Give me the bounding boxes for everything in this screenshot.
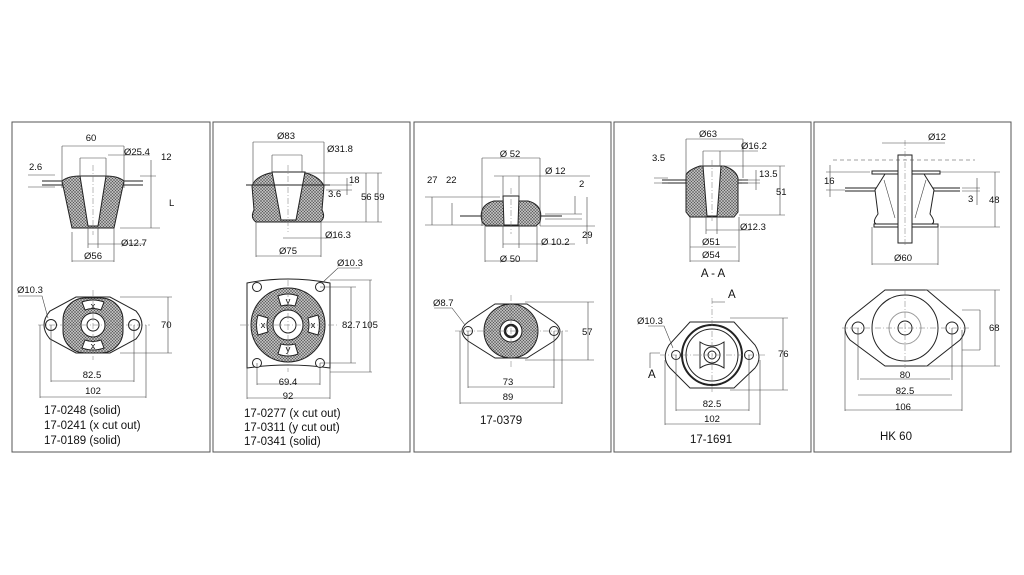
dim-overall-length: 102 — [85, 386, 101, 397]
dim-overall-height: 105 — [362, 320, 378, 331]
dim-overall-height: 59 — [374, 192, 385, 203]
dim-overall-length: 106 — [895, 402, 911, 413]
dim-height: 70 — [161, 320, 172, 331]
dim-top-diameter: Ø 52 — [500, 149, 521, 160]
panel-HK60: Ø12 16 3 48 Ø60 68 80 82.5 106 HK 60 — [813, 121, 1012, 453]
dim-top-diameter: Ø83 — [277, 131, 295, 142]
side-view — [246, 141, 382, 257]
dim-hole-spacing-h: 69.4 — [279, 377, 298, 388]
dim-overall-height: 27 — [427, 175, 438, 186]
part-number: 17-1691 — [690, 434, 732, 446]
dim-overall-length: 102 — [704, 414, 720, 425]
dim-overall-length: 89 — [503, 392, 514, 403]
top-view — [842, 289, 1000, 411]
part-number: 17-0311 (y cut out) — [244, 422, 340, 434]
dim-mount-hole: Ø8.7 — [433, 298, 454, 309]
top-view — [434, 295, 594, 404]
dim-height: 57 — [582, 327, 593, 338]
dim-hole-spacing-v: 82.7 — [342, 320, 361, 331]
side-view — [425, 157, 595, 262]
dim-length-L: L — [169, 198, 174, 209]
dim-base-diameter: Ø75 — [279, 246, 297, 257]
dim-base-diameter: Ø 50 — [500, 254, 521, 265]
dim-hole-spacing: 82.5 — [703, 399, 722, 410]
part-number: 17-0248 (solid) — [44, 405, 121, 417]
dim-hole-diameter: Ø12.3 — [740, 222, 766, 233]
section-label: A - A — [701, 268, 726, 280]
dim-inner-spacing: 80 — [900, 370, 911, 381]
cut-mark-x: x — [311, 320, 316, 331]
dim-bore-diameter: Ø 12 — [545, 166, 566, 177]
dim-flange-thickness: 3.6 — [328, 189, 341, 200]
dim-bore-diameter: Ø16.2 — [741, 141, 767, 152]
dim-body-height: 22 — [446, 175, 457, 186]
part-number: 17-0277 (x cut out) — [244, 408, 341, 420]
top-view — [648, 298, 788, 425]
dim-flange-thickness: 3.5 — [652, 153, 665, 164]
dim-bore-diameter: Ø31.8 — [327, 144, 353, 155]
dim-hole-diameter: Ø 10.2 — [541, 237, 570, 248]
dim-overall-height: 51 — [776, 187, 787, 198]
part-number: 17-0379 — [480, 415, 522, 427]
dim-bolt-diameter: Ø12 — [928, 132, 946, 143]
dim-mount-hole: Ø10.3 — [337, 258, 363, 269]
side-view — [826, 140, 1000, 265]
part-number: 17-0189 (solid) — [44, 435, 121, 447]
dim-hole-spacing: 73 — [503, 377, 514, 388]
dim-flange-thickness: 3 — [968, 194, 973, 205]
dim-height: 68 — [989, 323, 1000, 334]
side-view — [28, 145, 160, 262]
dim-height: 76 — [778, 349, 789, 360]
dim-inner-base: Ø51 — [702, 237, 720, 248]
dim-total-height: 29 — [582, 230, 593, 241]
dim-flange-thickness: 2.6 — [29, 162, 42, 173]
dim-flange-height: 12 — [161, 152, 172, 163]
dim-flange-height: 13.5 — [759, 169, 778, 180]
dim-body-height: 56 — [361, 192, 372, 203]
dim-flange-height: 18 — [349, 175, 360, 186]
dim-base-diameter: Ø56 — [84, 251, 102, 262]
dim-hole-spacing: 82.5 — [83, 370, 102, 381]
panel-17-0379: Ø 52 Ø 12 27 22 2 29 Ø 10.2 Ø 50 Ø8.7 57… — [413, 121, 612, 453]
dim-base-diameter: Ø60 — [894, 253, 912, 264]
dim-bore-diameter: Ø25.4 — [124, 147, 150, 158]
dim-hole-diameter: Ø12.7 — [121, 238, 147, 249]
panel-17-1691: A - A A Ø63 Ø16.2 3.5 13.5 51 Ø12.3 Ø51 … — [613, 121, 812, 453]
dim-mount-hole: Ø10.3 — [637, 316, 663, 327]
cut-mark-y: y — [286, 296, 291, 307]
dim-flange-thickness: 2 — [579, 179, 584, 190]
top-view: x x — [18, 290, 172, 398]
panel-17-0277: y x x y Ø83 Ø31.8 18 3.6 56 59 Ø16.3 Ø75… — [212, 121, 411, 453]
cut-mark-x: x — [261, 320, 266, 331]
dim-overall-width: 92 — [283, 391, 294, 402]
panel-17-0248: x x 60 Ø25.4 12 2.6 L Ø12.7 Ø56 Ø10.3 70… — [11, 121, 211, 453]
part-number: 17-0241 (x cut out) — [44, 420, 141, 432]
side-view — [654, 138, 785, 262]
part-number: 17-0341 (solid) — [244, 436, 321, 448]
dim-base-diameter: Ø54 — [702, 250, 720, 261]
section-marker: A — [728, 289, 736, 301]
dim-mount-hole: Ø10.3 — [17, 285, 43, 296]
dim-hole-diameter: Ø16.3 — [325, 230, 351, 241]
dim-overall-height: 48 — [989, 195, 1000, 206]
dim-hole-spacing: 82.5 — [896, 386, 915, 397]
section-marker: A — [648, 369, 656, 381]
dim-width: 60 — [86, 133, 97, 144]
top-view: y x x y — [240, 267, 372, 399]
dim-plate-height: 16 — [824, 176, 835, 187]
part-number: HK 60 — [880, 431, 912, 443]
dim-top-diameter: Ø63 — [699, 129, 717, 140]
